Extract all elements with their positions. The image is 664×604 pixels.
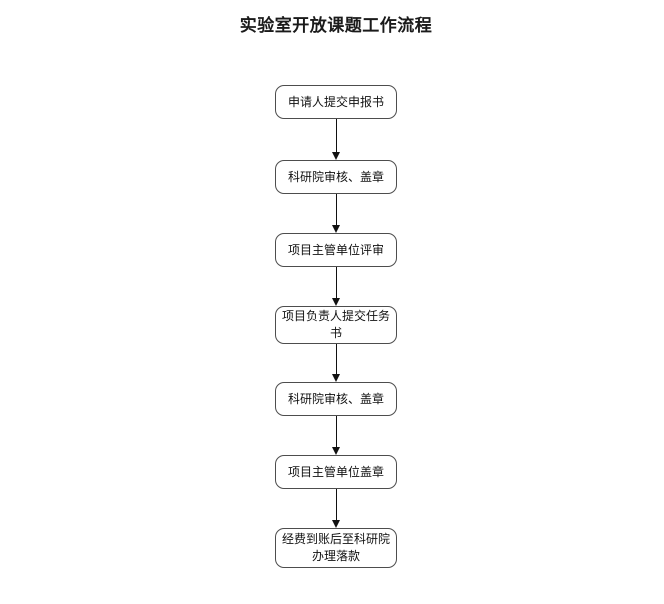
flow-arrow xyxy=(330,194,342,233)
flow-arrow xyxy=(330,489,342,528)
arrow-line xyxy=(335,489,337,520)
flow-node-label: 经费到账后至科研院 办理落款 xyxy=(281,532,390,563)
flow-node-label: 科研院审核、盖章 xyxy=(287,391,384,406)
flow-node-label: 项目负责人提交任务 书 xyxy=(281,309,390,340)
flow-arrow xyxy=(330,267,342,306)
flow-node-institute-review-stamp-1: 科研院审核、盖章 xyxy=(275,160,397,194)
arrow-line xyxy=(335,194,337,225)
flow-node-supervisor-unit-stamp: 项目主管单位盖章 xyxy=(275,455,397,489)
arrow-line xyxy=(335,344,337,374)
flow-node-funds-arrival-signature: 经费到账后至科研院 办理落款 xyxy=(275,528,397,568)
arrow-down-icon xyxy=(332,298,340,306)
arrow-down-icon xyxy=(332,225,340,233)
arrow-down-icon xyxy=(332,520,340,528)
flow-node-institute-review-stamp-2: 科研院审核、盖章 xyxy=(275,382,397,416)
arrow-line xyxy=(335,119,337,152)
arrow-down-icon xyxy=(332,374,340,382)
flow-node-submit-application: 申请人提交申报书 xyxy=(275,85,397,119)
flow-node-label: 申请人提交申报书 xyxy=(287,94,384,109)
flow-node-label: 项目主管单位评审 xyxy=(287,242,384,257)
flow-arrow xyxy=(330,416,342,455)
flow-arrow xyxy=(330,119,342,160)
arrow-down-icon xyxy=(332,152,340,160)
flow-node-leader-submit-task-book: 项目负责人提交任务 书 xyxy=(275,306,397,344)
flow-node-supervisor-unit-review: 项目主管单位评审 xyxy=(275,233,397,267)
flow-arrow xyxy=(330,344,342,382)
arrow-line xyxy=(335,416,337,447)
flow-node-label: 项目主管单位盖章 xyxy=(287,464,384,479)
flow-node-label: 科研院审核、盖章 xyxy=(287,169,384,184)
arrow-down-icon xyxy=(332,447,340,455)
arrow-line xyxy=(335,267,337,298)
page-title: 实验室开放课题工作流程 xyxy=(239,16,433,35)
